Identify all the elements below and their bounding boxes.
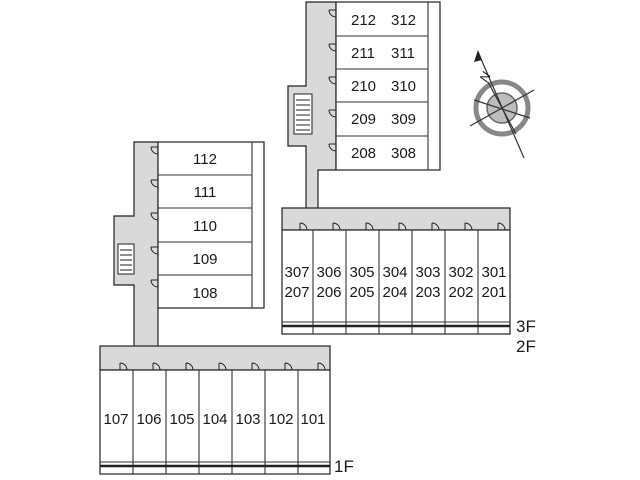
room-label: 204 [382, 284, 407, 301]
middle-unit-306: 306 206 [316, 264, 341, 301]
room-label: 305 [349, 264, 374, 281]
room-label: 211 [351, 45, 375, 62]
room-label: 107 [103, 411, 128, 428]
room-label: 108 [192, 285, 217, 302]
room-label: 207 [284, 284, 309, 301]
north-block: 212 312 211 311 210 310 209 309 208 308 [287, 1, 441, 211]
room-label: 306 [316, 264, 341, 281]
floor-label-3f: 3F [516, 317, 536, 336]
room-label: 307 [284, 264, 309, 281]
room-label: 205 [349, 284, 374, 301]
middle-unit-302: 302 202 [448, 264, 473, 301]
middle-rooms-frame [281, 229, 511, 335]
middle-unit-307: 307 207 [284, 264, 309, 301]
room-label: 110 [193, 218, 217, 235]
room-label: 202 [448, 284, 473, 301]
south-rooms-frame [99, 369, 331, 475]
west-row-dividers [158, 174, 252, 276]
room-label: 301 [481, 264, 506, 281]
south-door-icons [119, 362, 326, 371]
west-door-icons [150, 146, 159, 288]
room-label: 102 [268, 411, 293, 428]
south-corridor [99, 345, 331, 371]
room-label: 104 [202, 411, 227, 428]
room-label: 310 [391, 78, 416, 95]
north-rooms-frame [335, 1, 441, 171]
middle-unit-303: 303 203 [415, 264, 440, 301]
middle-corridor [281, 207, 511, 231]
middle-unit-301: 301 201 [481, 264, 506, 301]
compass-needles [469, 51, 535, 159]
north-stair-steps [296, 99, 310, 131]
room-label: 311 [391, 45, 415, 62]
room-label: 112 [193, 151, 217, 168]
room-label: 208 [351, 145, 376, 162]
room-label: 206 [316, 284, 341, 301]
room-label: 111 [194, 184, 217, 201]
room-label: 303 [415, 264, 440, 281]
room-label: 210 [351, 78, 376, 95]
west-stair-steps [120, 249, 132, 271]
room-label: 109 [192, 251, 217, 268]
middle-unit-305: 305 205 [349, 264, 374, 301]
north-row-208: 208 308 [351, 145, 416, 162]
west-block: 112 111 110 109 108 [113, 141, 265, 349]
middle-unit-304: 304 204 [382, 264, 407, 301]
compass-rose: N [469, 50, 535, 159]
room-label: 312 [391, 12, 416, 29]
north-row-210: 210 310 [351, 78, 416, 95]
room-label: 105 [169, 411, 194, 428]
room-label: 106 [136, 411, 161, 428]
north-row-212: 212 312 [351, 12, 416, 29]
middle-block: 307 207 306 206 305 205 304 204 303 203 … [281, 207, 536, 356]
north-row-209: 209 309 [351, 111, 416, 128]
room-label: 209 [351, 111, 376, 128]
room-label: 212 [351, 12, 376, 29]
north-stair [293, 93, 313, 135]
south-unit-dividers [132, 370, 299, 474]
floor-label-1f: 1F [334, 457, 354, 476]
north-arrow-icon [474, 50, 482, 62]
room-label: 304 [382, 264, 407, 281]
room-label: 201 [481, 284, 506, 301]
room-label: 203 [415, 284, 440, 301]
room-label: 308 [391, 145, 416, 162]
north-row-dividers [336, 35, 428, 137]
north-row-211: 211 311 [351, 45, 415, 62]
room-label: 103 [235, 411, 260, 428]
west-rooms-frame [157, 141, 265, 309]
room-label: 101 [300, 411, 325, 428]
room-label: 309 [391, 111, 416, 128]
middle-door-icons [299, 222, 506, 231]
south-block: 107 106 105 104 103 102 101 1F [99, 345, 354, 476]
north-door-icons [328, 9, 337, 152]
middle-unit-dividers [312, 230, 479, 334]
floor-label-2f: 2F [516, 337, 536, 356]
room-label: 302 [448, 264, 473, 281]
west-stair [117, 243, 135, 275]
